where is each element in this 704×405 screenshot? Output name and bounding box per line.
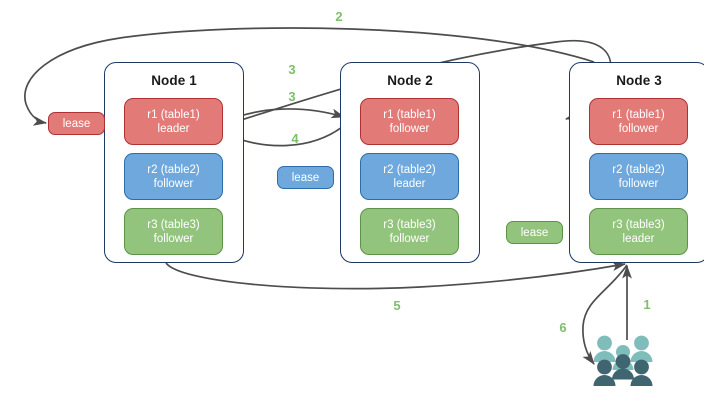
node-2-title: Node 2 (387, 73, 433, 88)
node-3-replica-r3[interactable]: r3 (table3) leader (589, 208, 688, 255)
node-3-replica-r1[interactable]: r1 (table1) follower (589, 98, 688, 145)
replica-role: follower (389, 232, 430, 245)
edge-5-path (165, 261, 627, 290)
node-2-replica-r1[interactable]: r1 (table1) follower (360, 98, 459, 145)
replica-role: follower (153, 232, 194, 245)
node-3-replica-r2[interactable]: r2 (table2) follower (589, 153, 688, 200)
lease-badge-table1[interactable]: lease (48, 112, 105, 135)
replica-role: leader (393, 177, 426, 190)
replica-name: r3 (table3) (147, 218, 200, 231)
replica-name: r3 (table3) (612, 218, 665, 231)
lease-badge-table3[interactable]: lease (506, 221, 563, 244)
replica-role: follower (618, 122, 659, 135)
replica-name: r3 (table3) (383, 218, 436, 231)
replica-role: leader (622, 232, 655, 245)
step-label-2: 2 (335, 9, 343, 24)
replica-name: r2 (table2) (383, 163, 436, 176)
node-1-replica-r3[interactable]: r3 (table3) follower (124, 208, 223, 255)
replica-role: leader (157, 122, 190, 135)
step-label-3a: 3 (288, 62, 296, 77)
replica-name: r1 (table1) (612, 108, 665, 121)
node-1-replica-r1[interactable]: r1 (table1) leader (124, 98, 223, 145)
lease-badge-table2[interactable]: lease (277, 166, 334, 189)
people-icon (593, 335, 653, 386)
step-label-1: 1 (643, 297, 651, 312)
replica-role: follower (153, 177, 194, 190)
step-label-4: 4 (291, 131, 299, 146)
replica-name: r2 (table2) (612, 163, 665, 176)
replica-name: r1 (table1) (147, 108, 200, 121)
node-2-replica-r2[interactable]: r2 (table2) leader (360, 153, 459, 200)
node-1-title: Node 1 (151, 73, 197, 88)
replica-role: follower (618, 177, 659, 190)
replica-role: follower (389, 122, 430, 135)
replica-name: r2 (table2) (147, 163, 200, 176)
replica-name: r1 (table1) (383, 108, 436, 121)
node-2-replica-r3[interactable]: r3 (table3) follower (360, 208, 459, 255)
node-1-replica-r2[interactable]: r2 (table2) follower (124, 153, 223, 200)
node-3-title: Node 3 (616, 73, 662, 88)
step-label-6: 6 (559, 320, 567, 335)
step-label-5: 5 (393, 298, 401, 313)
step-label-3b: 3 (288, 89, 296, 104)
